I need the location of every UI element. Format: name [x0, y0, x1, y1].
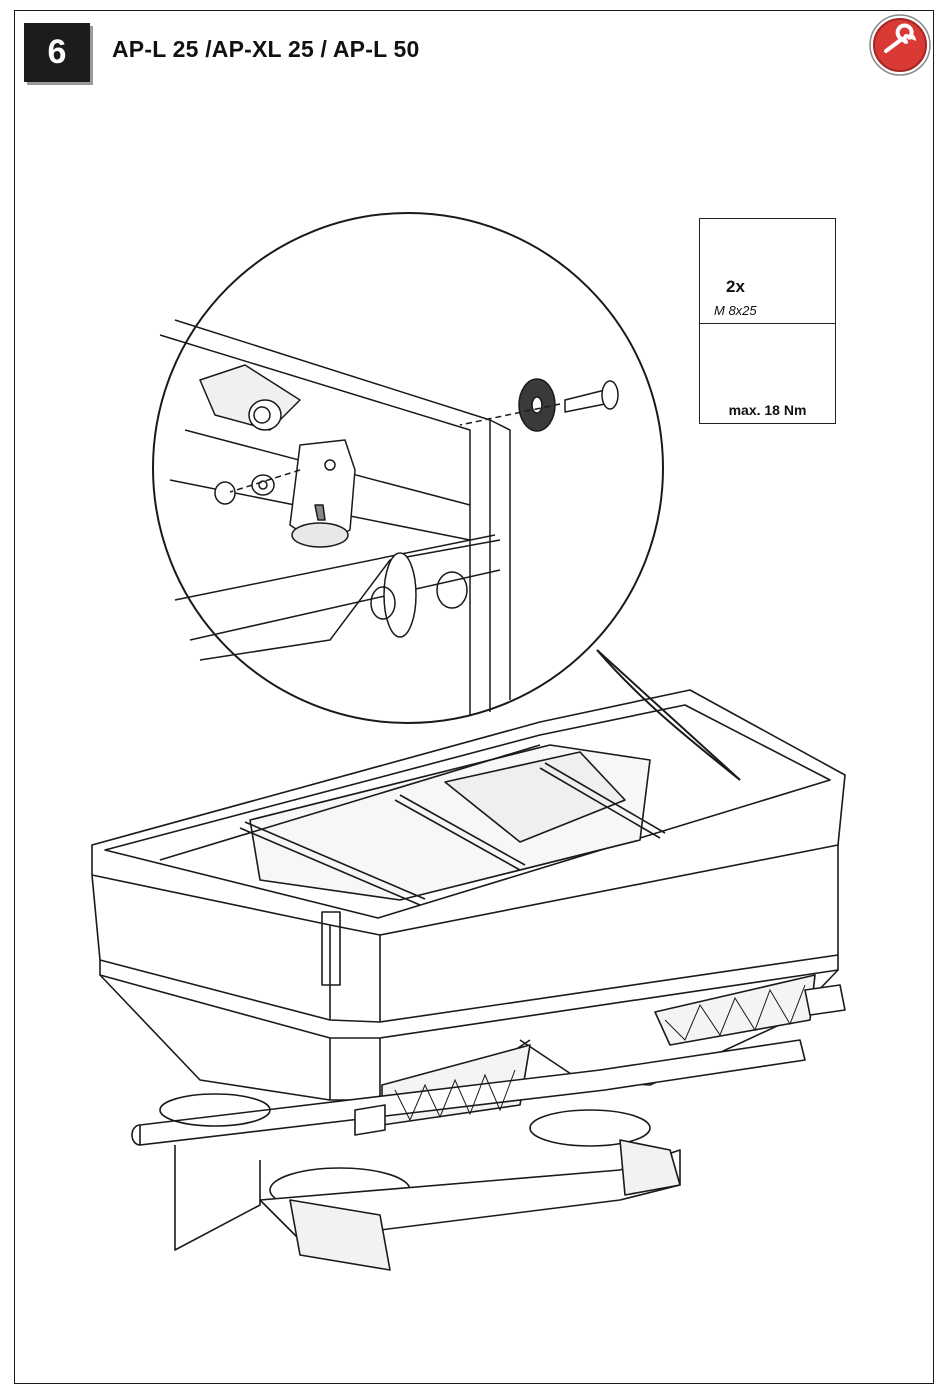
torque-value: max. 18 Nm	[700, 402, 835, 418]
bolt-size: M 8x25	[714, 303, 757, 318]
bolt-quantity: 2x	[726, 277, 745, 297]
spec-divider	[700, 323, 835, 324]
spec-box: 2x M 8x25 max. 18 Nm	[699, 218, 836, 424]
